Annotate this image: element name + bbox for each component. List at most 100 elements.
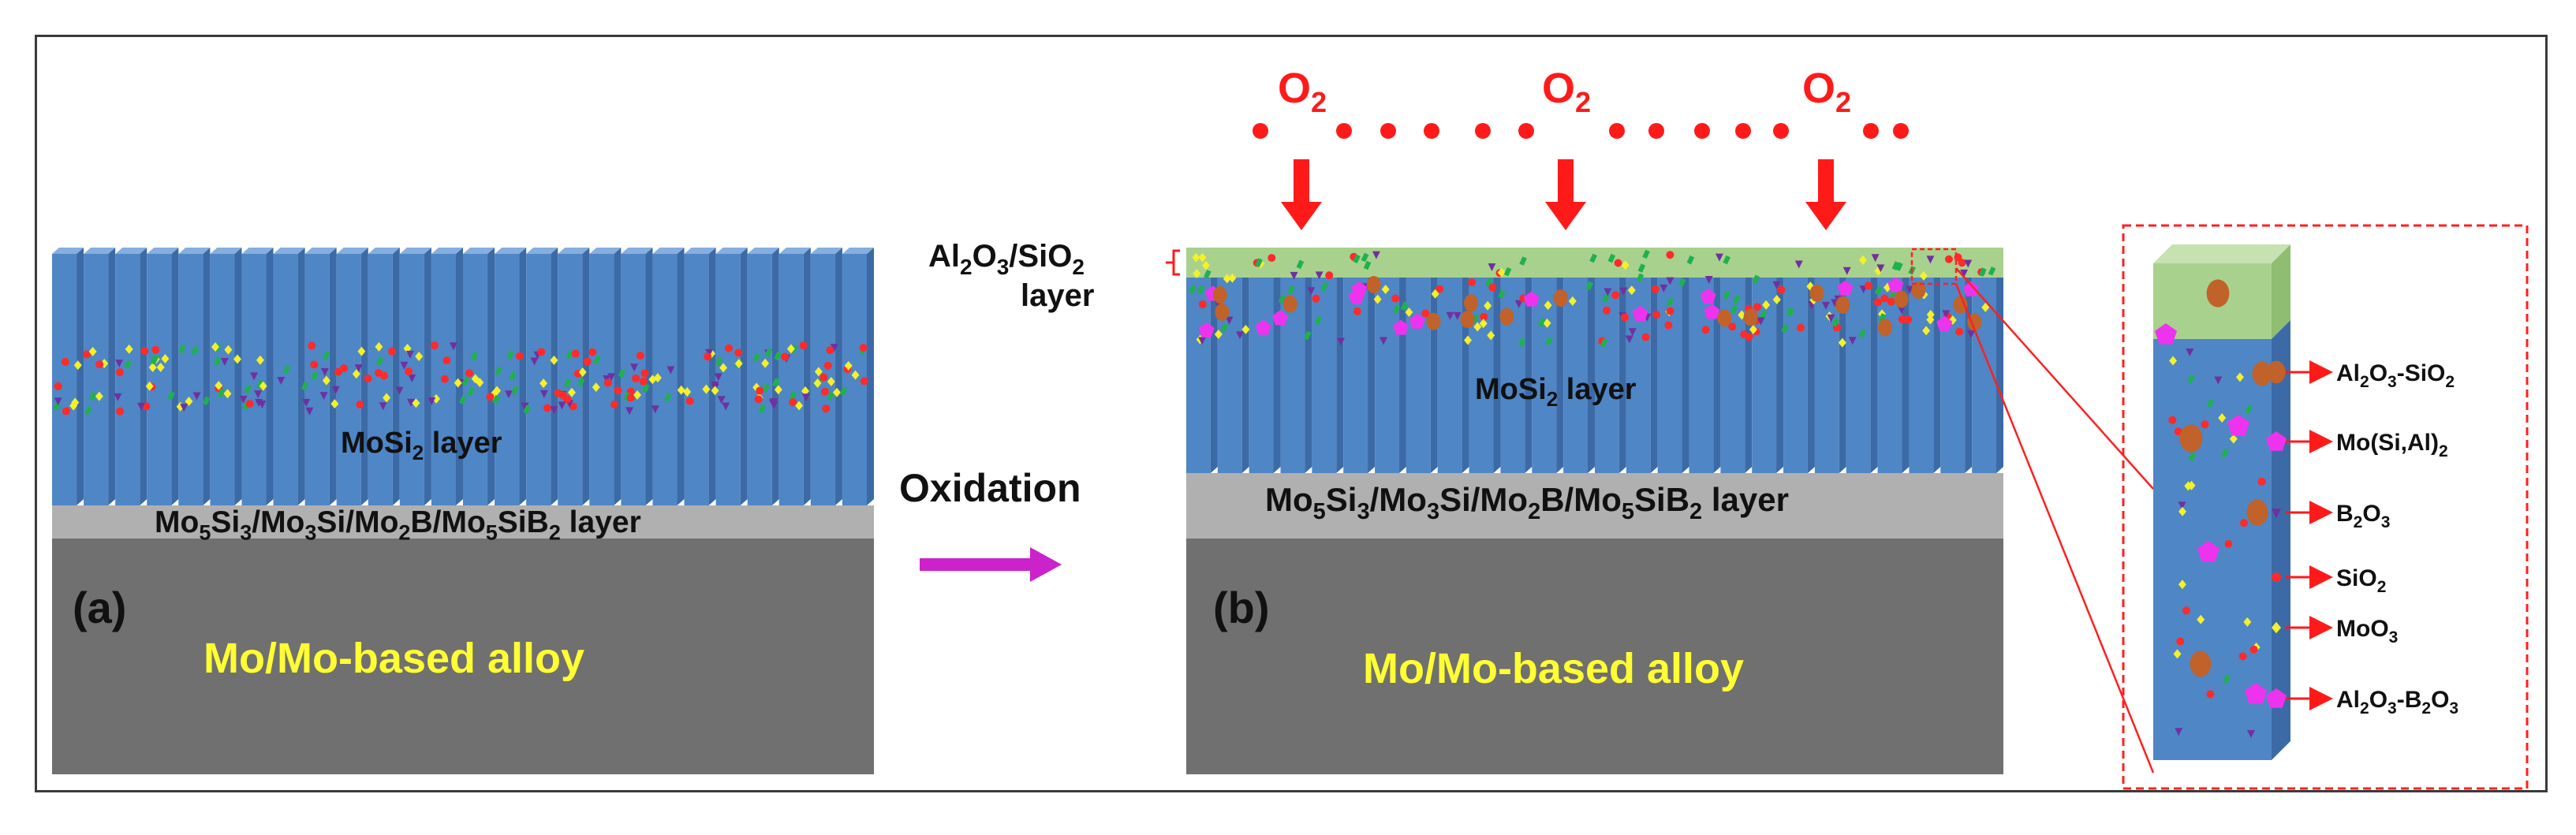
panel-a-particle (258, 401, 267, 409)
panel-a-particle (125, 344, 133, 354)
panel-a-particle (801, 393, 810, 402)
panel-a-particle (256, 379, 264, 390)
panel-a-particle (642, 383, 650, 393)
panel-a-particle (754, 395, 763, 404)
panel-a-particle (277, 376, 286, 385)
panel-a-particle (476, 378, 484, 388)
panel-b-particle (1906, 285, 1914, 294)
panel-a-particle (354, 364, 363, 373)
panel-b-particle (1717, 309, 1732, 327)
panel-a-particle (395, 386, 404, 395)
panel-b-particle (1659, 284, 1668, 293)
panel-a-particle (636, 351, 644, 360)
panel-a-particle (758, 404, 766, 414)
panel-b-particle (1312, 294, 1320, 303)
panel-b-particles (1189, 249, 1996, 348)
inset-border (2122, 224, 2529, 790)
panel-b-mosi2-column (1595, 271, 1626, 473)
panel-a-particle (224, 345, 233, 355)
panel-b-particle (1453, 311, 1462, 320)
legend-label: MoO3 (2336, 616, 2398, 647)
panel-b-particle (1400, 301, 1409, 311)
panel-b-particle (1372, 251, 1380, 259)
panel-a-particle (795, 401, 804, 411)
panel-b-particle (1796, 323, 1805, 332)
panel-a-particle (537, 348, 546, 356)
panel-a-mosi2-column (178, 248, 211, 505)
panel-a-particle (523, 404, 532, 415)
panel-a-particle (311, 371, 319, 381)
panel-b-particle (1480, 312, 1488, 321)
panel-a-particle (588, 348, 597, 356)
panel-b-particle (1363, 260, 1372, 270)
zoom-line-top (1955, 267, 2154, 490)
panel-a-particle (633, 390, 642, 401)
panel-a-particle (161, 353, 170, 363)
panel-b-particle (1757, 317, 1765, 326)
panel-b-particle (1963, 281, 1980, 296)
panel-b-particle (1842, 267, 1851, 275)
panel-b-particle (1876, 264, 1885, 273)
inset-particle (2235, 372, 2244, 382)
oxygen-down-arrow-icon (1545, 159, 1586, 230)
panel-b-particle (1426, 312, 1441, 330)
panel-b-particle (1198, 322, 1215, 337)
panel-a-particle (539, 390, 548, 398)
inset-particle (2218, 412, 2227, 423)
panel-b-particle (1381, 285, 1390, 295)
panel-a-particle (509, 371, 517, 381)
panel-a-particle (571, 349, 580, 358)
panel-a-particle (308, 341, 316, 350)
panel-a-particle (61, 357, 69, 366)
panel-b-particle (1809, 284, 1824, 302)
panel-a-particle (664, 393, 672, 402)
panel-b-particle (1898, 315, 1906, 324)
panel-b-particle (1463, 294, 1478, 312)
panel-b-substrate (1186, 538, 2003, 774)
panel-a-particle (375, 356, 384, 366)
panel-b-particle (1488, 263, 1496, 272)
panel-a-mosi2-column (210, 248, 242, 505)
panel-b-particle (1666, 251, 1674, 259)
inset-column (2153, 244, 2290, 760)
panel-a-particle (334, 367, 343, 376)
inset-particle (2243, 617, 2252, 627)
panel-a-particle (185, 397, 193, 407)
panel-a-particle (717, 396, 726, 404)
panel-a-particle (259, 381, 267, 391)
panel-a-particle (603, 375, 611, 383)
panel-a-particle (442, 356, 451, 365)
panel-b-particle (1981, 302, 1990, 312)
panel-b-particle (1919, 270, 1928, 281)
panel-b-particle (1942, 310, 1951, 319)
panel-a-particle (454, 378, 462, 388)
panel-a-particle (558, 401, 566, 410)
panel-b-particle (1704, 304, 1720, 319)
panel-b-interlayer-label: Mo5Si3/Mo3Si/Mo2B/Mo5SiB2 layer (1265, 481, 1789, 524)
panel-b-particle (1290, 271, 1298, 280)
panel-b-particle (1287, 285, 1296, 295)
panel-b-particle (1314, 315, 1323, 326)
panel-b-particle (1732, 294, 1741, 304)
panel-a-particle (774, 351, 782, 361)
panel-b-particle (1607, 253, 1616, 263)
panel-b-particle (1503, 267, 1512, 277)
panel-a-particle (379, 402, 387, 411)
panel-a-mosi2-column (304, 248, 337, 505)
panel-a-particle (789, 391, 797, 401)
legend-particle (2272, 509, 2281, 519)
panel-a-particle (859, 344, 868, 352)
inset-particle (2249, 645, 2258, 654)
panel-a-particle (550, 355, 558, 365)
panel-b-particle (1488, 283, 1497, 292)
panel-a-particle (244, 384, 252, 394)
panel-a-mosi2-column (558, 248, 590, 505)
panel-a-particle (592, 382, 600, 393)
oxygen-label: O2 (1802, 65, 1851, 118)
panel-a-particle (140, 347, 149, 356)
panel-b-mosi2-label: MoSi2 layer (1475, 373, 1637, 411)
panel-a-particle (683, 387, 692, 397)
panel-b-particle (1880, 294, 1889, 303)
panel-b-particle (1873, 298, 1882, 307)
panel-a-particle (115, 360, 124, 368)
